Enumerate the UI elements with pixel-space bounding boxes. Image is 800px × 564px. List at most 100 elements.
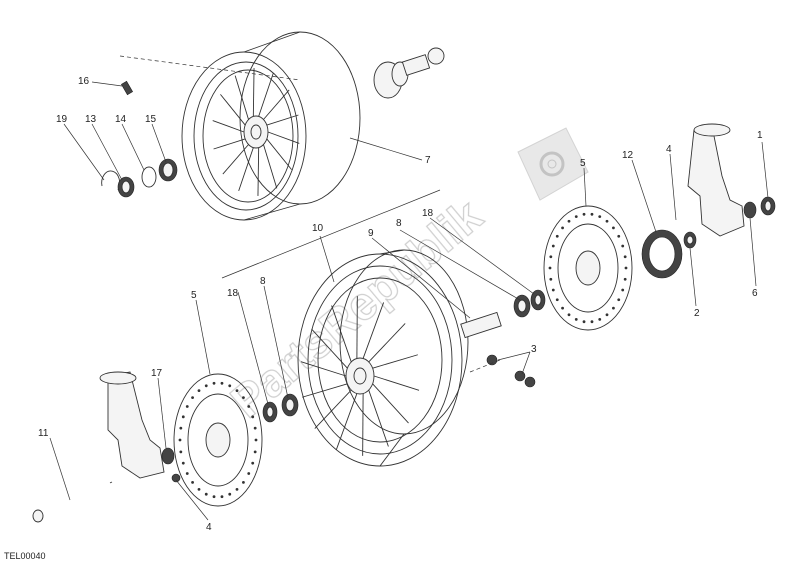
spoke — [252, 68, 255, 117]
disc-hole — [185, 405, 189, 408]
disc-hole — [605, 313, 609, 317]
disc-hole — [621, 244, 625, 248]
spoke — [368, 323, 406, 363]
callout-6: 6 — [752, 288, 758, 299]
disc-hole — [204, 384, 208, 388]
disc-hole — [253, 450, 257, 454]
disc-hole — [623, 255, 627, 259]
disc-hole — [574, 317, 578, 321]
spoke — [267, 131, 300, 144]
disc-hole — [191, 480, 194, 484]
disc-hole — [204, 492, 208, 496]
disc-hole — [251, 415, 255, 419]
gear-icon — [517, 127, 589, 201]
callout-1: 1 — [757, 130, 763, 141]
disc-hole — [197, 389, 201, 393]
disc-hole — [555, 298, 559, 302]
disc-hole — [590, 212, 594, 216]
disc-hole — [567, 219, 571, 223]
disc-hole — [582, 212, 586, 216]
disc-hole — [242, 480, 245, 484]
spoke — [238, 147, 254, 191]
spoke — [373, 375, 420, 391]
callout-8-left: 8 — [260, 276, 266, 287]
sensor-ring — [641, 229, 697, 279]
disc-hole — [228, 384, 232, 388]
disc-hole — [228, 492, 232, 496]
disc-hole — [185, 472, 189, 475]
disc-hole — [555, 234, 559, 238]
spoke — [314, 389, 352, 429]
callout-2: 2 — [694, 308, 700, 319]
disc-hole — [253, 426, 257, 430]
disc-hole — [191, 396, 194, 400]
rear-wheel — [181, 31, 361, 221]
callout-5-left: 5 — [191, 290, 197, 301]
spoke — [266, 114, 299, 126]
spoke — [368, 389, 389, 447]
disc-hole — [598, 317, 602, 321]
disc-hole — [178, 438, 182, 442]
callout-18-left: 18 — [227, 288, 239, 299]
spoke — [266, 138, 292, 170]
spoke — [362, 302, 385, 359]
callout-3: 3 — [531, 344, 537, 355]
brake-disc-right — [543, 205, 633, 331]
callout-7: 7 — [425, 155, 431, 166]
disc-hole — [605, 219, 609, 223]
valve-16 — [120, 80, 134, 96]
disc-hole — [235, 487, 239, 491]
callout-19: 19 — [56, 114, 68, 125]
spoke — [372, 383, 409, 424]
disc-hole — [612, 226, 615, 230]
callout-13: 13 — [85, 114, 97, 125]
disc-hole — [617, 234, 621, 238]
front-axle — [32, 473, 181, 523]
fork-leg-right — [687, 123, 776, 237]
spoke — [234, 75, 249, 120]
disc-hole — [549, 277, 553, 281]
spoke — [220, 94, 246, 126]
spoke — [372, 354, 418, 369]
bolts-3 — [486, 354, 536, 388]
disc-hole — [582, 320, 586, 324]
spoke — [300, 361, 347, 377]
spoke — [335, 393, 358, 450]
drawing-code: TEL00040 — [4, 551, 46, 561]
rear-bearings-seals — [101, 80, 178, 198]
disc-hole — [179, 450, 183, 454]
callout-5-right: 5 — [580, 158, 586, 169]
disc-hole — [235, 389, 239, 393]
spoke — [258, 73, 274, 117]
disc-hole — [561, 306, 564, 310]
disc-hole — [247, 405, 251, 408]
disc-hole — [623, 277, 627, 281]
callout-11: 11 — [38, 428, 49, 439]
disc-hole — [551, 244, 555, 248]
callout-labels: 1 2 3 4 4 5 5 6 7 8 8 9 10 11 12 13 14 1… — [38, 76, 763, 533]
callout-14: 14 — [115, 114, 127, 125]
callout-15: 15 — [145, 114, 157, 125]
spoke — [263, 144, 278, 189]
callout-9: 9 — [368, 228, 374, 239]
callout-10: 10 — [312, 223, 324, 234]
brake-disc-left — [173, 373, 263, 507]
disc-hole — [181, 461, 185, 465]
group-bracket-10 — [221, 189, 441, 279]
disc-hole — [561, 226, 564, 230]
disc-hole — [220, 495, 224, 499]
disc-hole — [212, 495, 216, 499]
disc-hole — [179, 426, 183, 430]
callout-8-right: 8 — [396, 218, 402, 229]
callout-18-right: 18 — [422, 208, 434, 219]
front-wheel-spokes — [300, 296, 420, 456]
spoke — [222, 144, 249, 175]
callout-4-top: 4 — [666, 144, 672, 155]
disc-hole — [220, 381, 224, 385]
disc-hole — [567, 313, 571, 317]
disc-hole — [197, 487, 201, 491]
front-spacer-bearings — [262, 289, 546, 423]
rear-hub-axle — [373, 47, 445, 99]
disc-hole — [251, 461, 255, 465]
